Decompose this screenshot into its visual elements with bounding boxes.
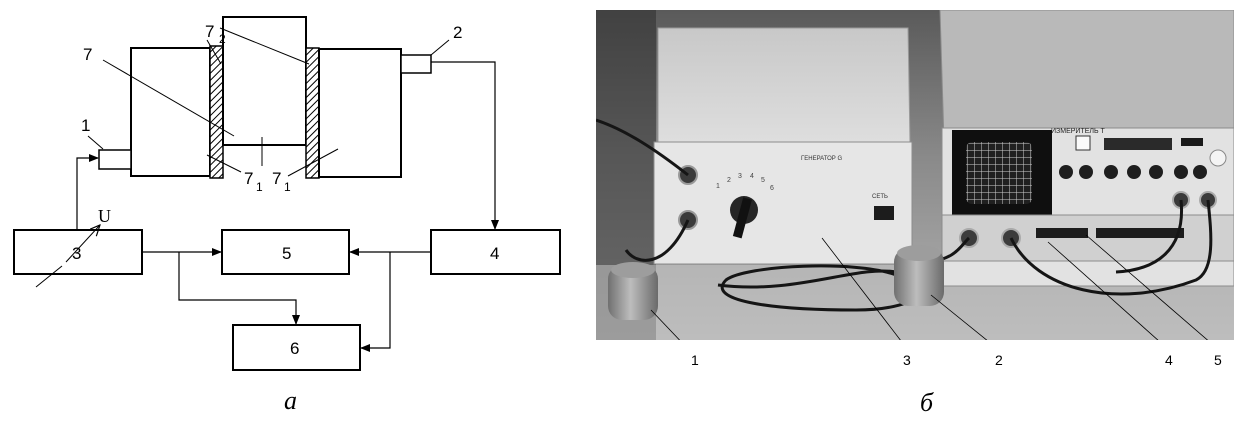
sample-block-middle [223, 17, 306, 145]
caption-a: а [284, 386, 297, 416]
svg-text:5: 5 [761, 177, 765, 184]
label-7-1-b: 7 [272, 169, 281, 188]
photo-callout-2: 2 [995, 352, 1003, 368]
wire-branch-to-6-right [361, 252, 390, 348]
photo-callout-1: 1 [691, 352, 699, 368]
label-4: 4 [490, 244, 499, 263]
label-7: 7 [83, 45, 92, 64]
label-u: U [98, 206, 111, 226]
transducer-1-photo [608, 262, 658, 320]
photo-callout-5: 5 [1214, 352, 1222, 368]
sample-block-right [319, 49, 401, 177]
label-7-1-sub: 1 [256, 180, 263, 194]
generator-unit: ГЕНЕРАТОР G СЕТЬ 123 456 [654, 28, 912, 264]
label-7-2: 7 [205, 22, 214, 41]
label-1: 1 [81, 116, 90, 135]
sample-block-left [131, 48, 210, 176]
transducer-2-photo [894, 245, 944, 306]
label-6: 6 [290, 339, 299, 358]
generator-label: ГЕНЕРАТОР G [801, 156, 842, 162]
leader-2 [431, 40, 449, 55]
power-switch-label: СЕТЬ [872, 194, 888, 200]
crt-screen [966, 142, 1032, 204]
hatched-layer-right [306, 48, 319, 178]
label-2: 2 [453, 23, 462, 42]
wire-2-to-4 [431, 62, 495, 229]
label-5: 5 [282, 244, 291, 263]
power-switch [874, 206, 894, 220]
label-3: 3 [72, 244, 81, 263]
leader-1 [88, 136, 103, 149]
label-7-2-sub: 2 [219, 32, 226, 46]
wire-3-to-1 [77, 158, 98, 230]
meter-unit: ИЗМЕРИТЕЛЬ T [940, 10, 1234, 286]
svg-text:4: 4 [750, 173, 754, 180]
svg-text:6: 6 [770, 185, 774, 192]
hatched-layer-left [210, 46, 223, 178]
meter-label: ИЗМЕРИТЕЛЬ T [1051, 128, 1106, 135]
equipment-photo: ГЕНЕРАТОР G СЕТЬ 123 456 ИЗМЕРИТЕЛЬ T [596, 10, 1234, 340]
transducer-2 [401, 55, 431, 73]
block-diagram: 1 2 7 7 2 7 1 7 1 U 3 5 4 6 [0, 0, 596, 425]
svg-text:1: 1 [716, 183, 720, 190]
photo-callout-3: 3 [903, 352, 911, 368]
svg-text:3: 3 [738, 173, 742, 180]
photo-callout-4: 4 [1165, 352, 1173, 368]
transducer-1 [99, 150, 131, 169]
caption-b: б [920, 388, 933, 418]
label-7-1-b-sub: 1 [284, 180, 291, 194]
label-7-1: 7 [244, 169, 253, 188]
svg-text:2: 2 [727, 177, 731, 184]
